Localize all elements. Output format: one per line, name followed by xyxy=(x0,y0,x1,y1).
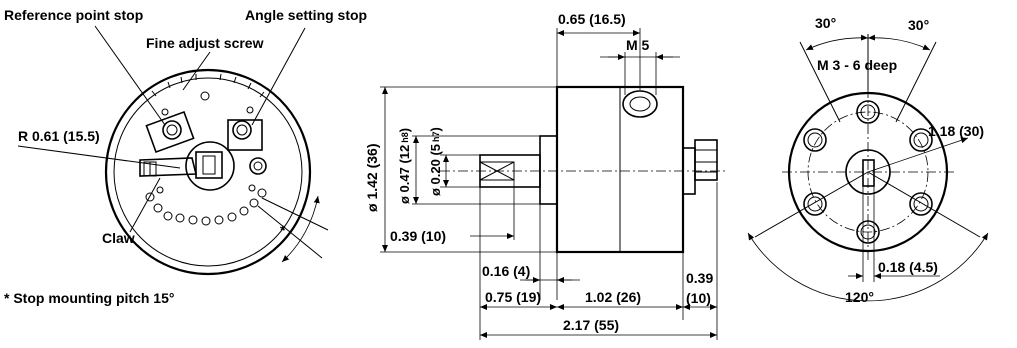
arc-120 xyxy=(747,232,989,302)
reference-stop-label: Reference point stop xyxy=(4,7,143,23)
leader-radius xyxy=(17,145,181,169)
angle-stop-block xyxy=(227,119,267,175)
radius-label: R 0.61 (15.5) xyxy=(18,128,100,144)
thread-holes-label: M 3 - 6 deep xyxy=(817,57,897,73)
leader-angle xyxy=(251,27,306,126)
stop-mount-holes xyxy=(145,184,267,226)
ray-120-right xyxy=(867,171,981,238)
slot-width-label: 0.18 (4.5) xyxy=(878,259,938,275)
rear-adjuster xyxy=(694,139,718,181)
ray-30-left xyxy=(799,41,841,123)
angle-left-label: 30° xyxy=(815,15,836,31)
dim-flange-len: 0.16 (4) xyxy=(482,263,530,279)
pitch-arc xyxy=(281,195,320,263)
arc-30-left xyxy=(805,34,869,51)
hub-claw xyxy=(139,141,235,191)
bolt-radius-label: 1.18 (30) xyxy=(928,123,984,139)
port-inner xyxy=(629,96,651,112)
dim-shaft2-dia-tol: h7 xyxy=(431,131,441,142)
dim-shaft-dia: ø 0.47 (12 h8) xyxy=(397,128,412,204)
scale-ticks xyxy=(151,73,265,98)
claw-label: Claw xyxy=(102,230,135,246)
dim-shaft2-dia: ø 0.20 (5 h7) xyxy=(428,127,443,196)
angle-right-label: 30° xyxy=(908,17,929,33)
left-outer-circle xyxy=(104,68,312,276)
angle-stop-label: Angle setting stop xyxy=(245,7,367,23)
tapped-holes xyxy=(803,100,933,244)
dim-rear-mm: (10) xyxy=(686,290,711,306)
bolt-radius-line xyxy=(867,137,969,173)
dim-body-dia: ø 1.42 (36) xyxy=(364,144,380,212)
port-outer xyxy=(622,90,658,118)
dim-shaft-total: 0.75 (19) xyxy=(485,289,541,305)
dim-body-len: 1.02 (26) xyxy=(585,289,641,305)
footnote: * Stop mounting pitch 15° xyxy=(4,290,174,306)
top-screw-2 xyxy=(246,106,254,114)
dim-shaft2-dia-close: ) xyxy=(428,127,443,131)
ray-30-right xyxy=(895,41,937,123)
dim-shaft-dia-main: ø 0.47 (12 xyxy=(397,145,412,204)
dim-shaft-len: 0.39 (10) xyxy=(390,228,446,244)
center-view xyxy=(380,28,725,340)
leader-claw xyxy=(129,177,161,233)
top-screw xyxy=(200,91,210,101)
angle-bottom-label: 120° xyxy=(845,289,874,305)
dim-top-offset: 0.65 (16.5) xyxy=(558,11,626,27)
fine-screw-label: Fine adjust screw xyxy=(146,35,264,51)
dim-shaft-dia-tol: h8 xyxy=(400,132,410,143)
left-view xyxy=(17,25,329,276)
ray-120-left xyxy=(754,171,869,238)
right-slot xyxy=(862,159,875,187)
dim-shaft-dia-close: ) xyxy=(397,128,412,132)
left-inner-ring xyxy=(113,77,303,267)
top-screw-3 xyxy=(161,108,169,116)
dim-shaft2-dia-main: ø 0.20 (5 xyxy=(428,144,443,196)
reference-stop-block xyxy=(145,110,195,154)
dim-overall: 2.17 (55) xyxy=(563,317,619,333)
pitch-asterisk: * xyxy=(280,222,286,238)
pitch-line-1 xyxy=(257,205,323,259)
right-view xyxy=(747,34,989,302)
front-flange xyxy=(539,135,558,205)
leader-reference xyxy=(94,25,166,126)
leader-fine xyxy=(182,51,211,91)
dim-rear: 0.39 xyxy=(686,270,713,286)
dim-port-thread: M 5 xyxy=(626,37,650,53)
arc-30-right xyxy=(867,34,931,51)
